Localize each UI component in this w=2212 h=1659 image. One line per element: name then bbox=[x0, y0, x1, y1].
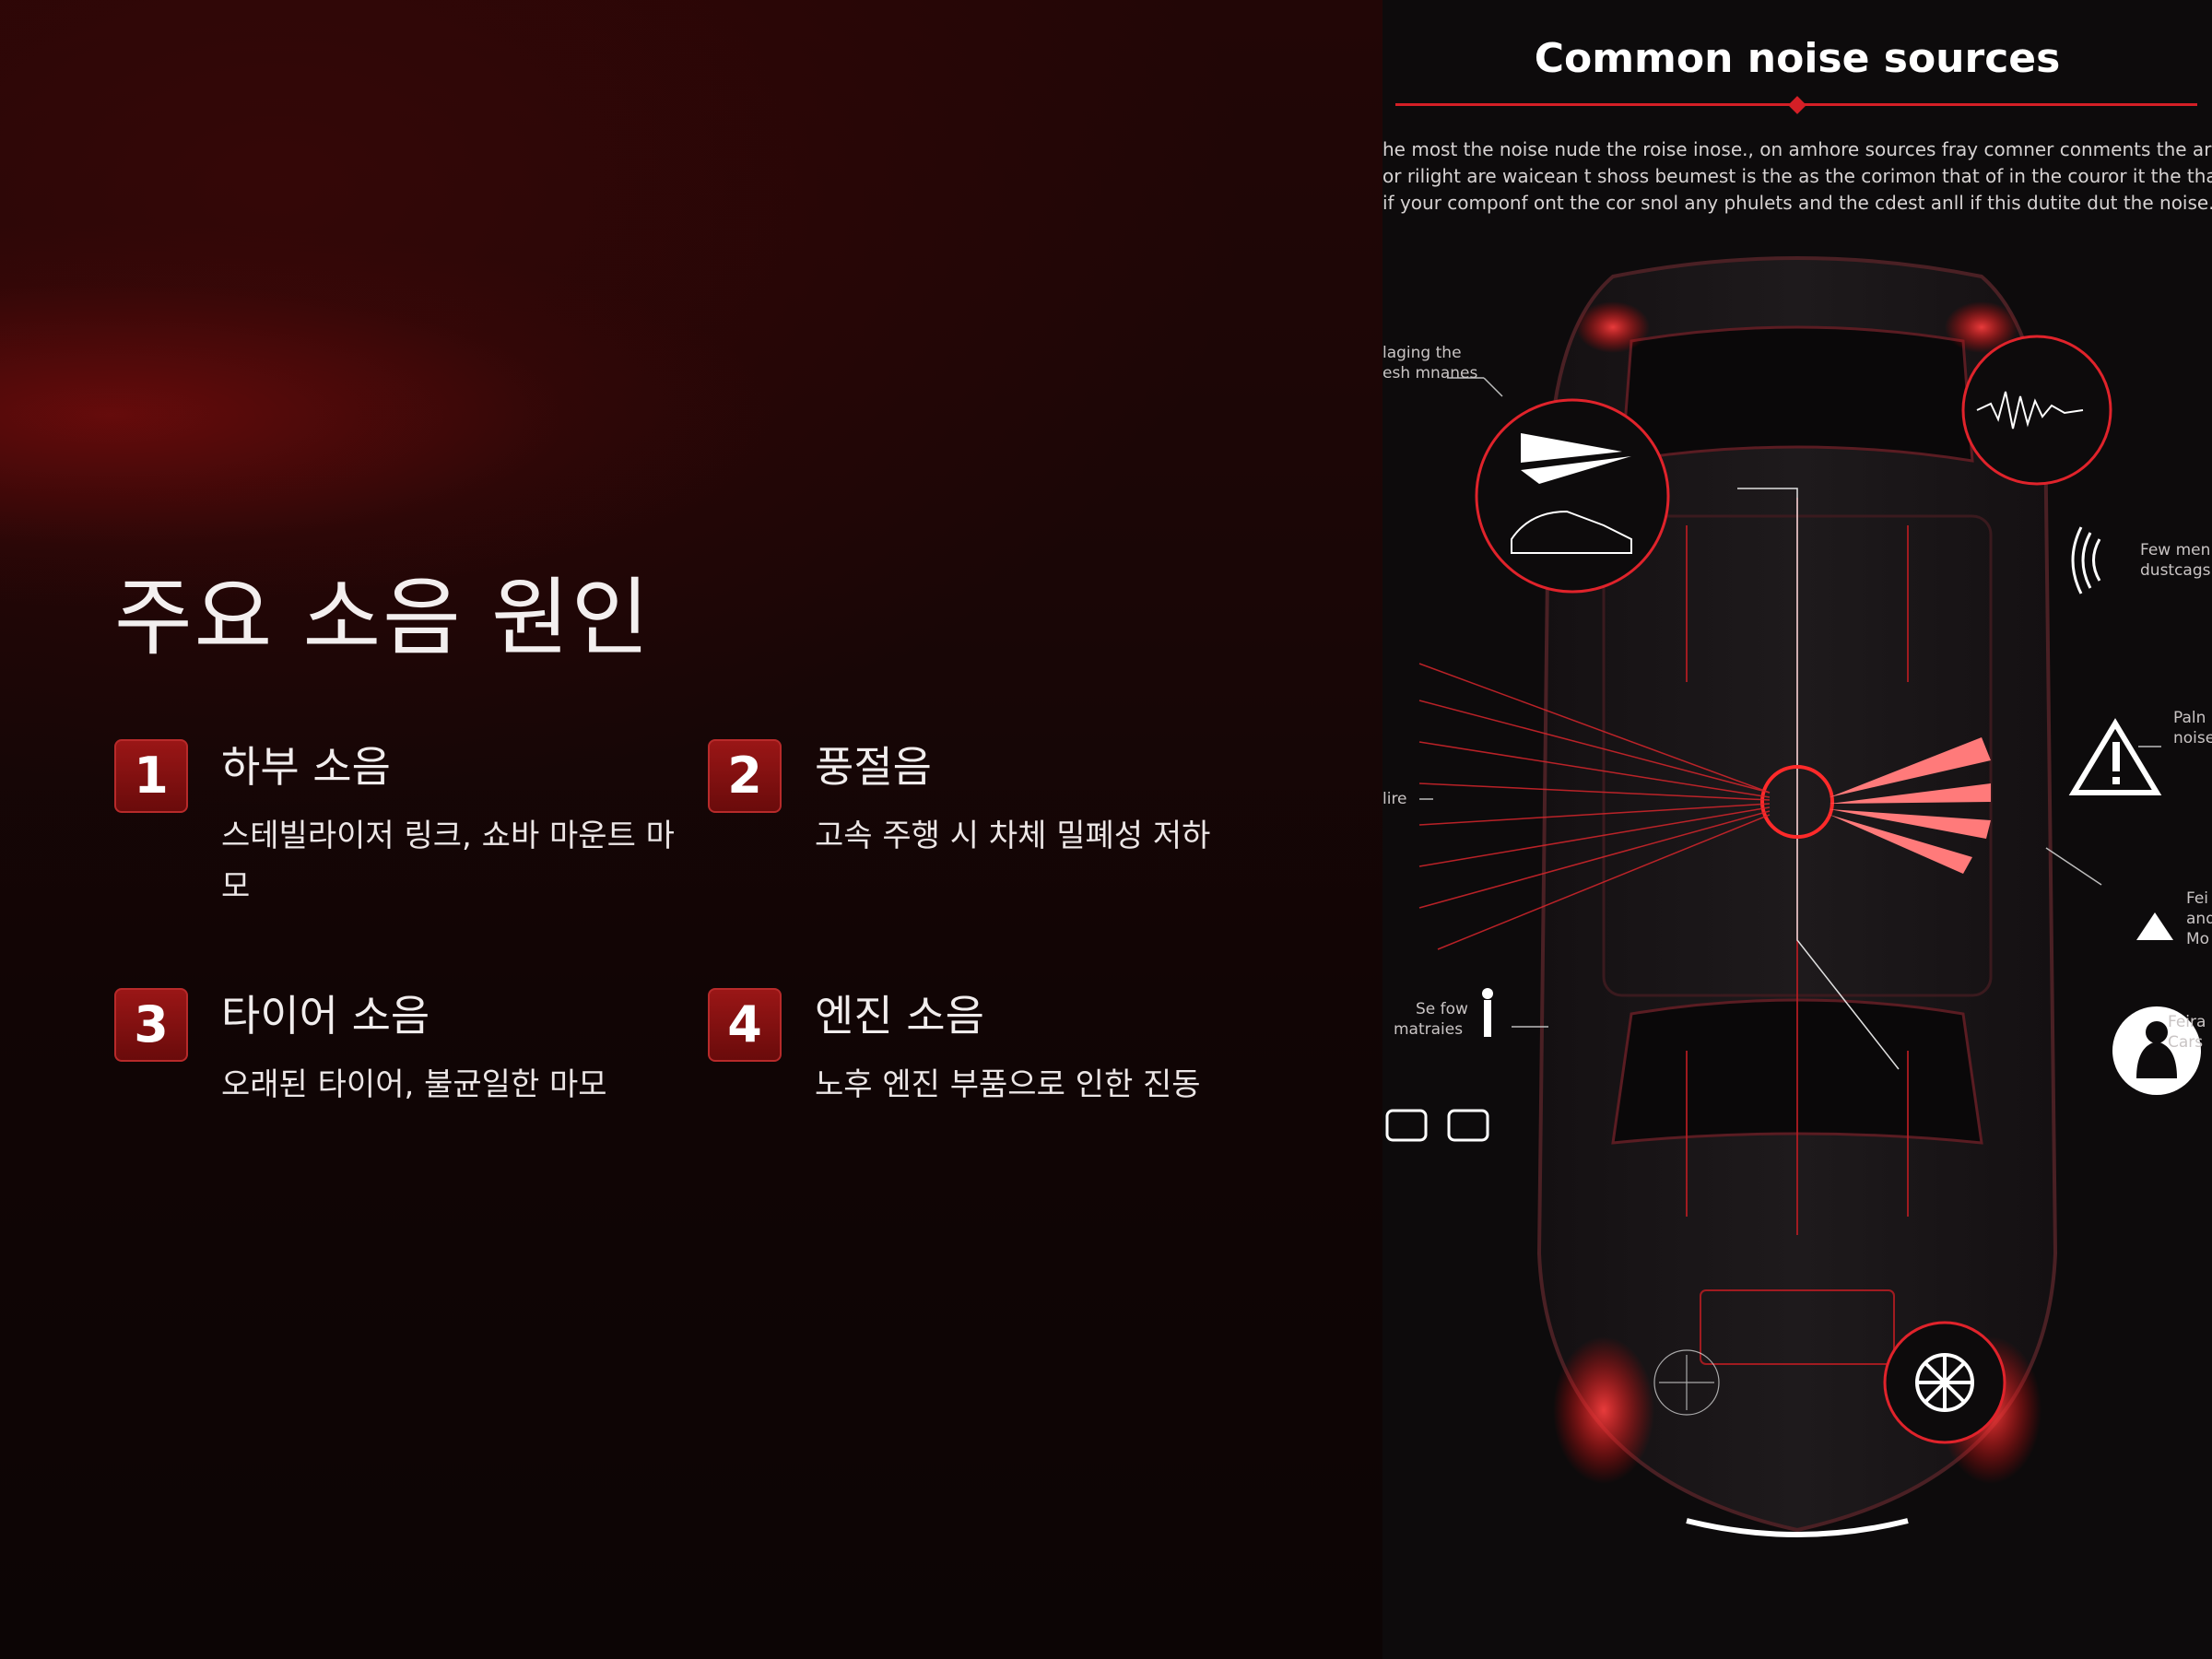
label-line: Se fow bbox=[1416, 1000, 1468, 1018]
label-line: Paln bbox=[2173, 709, 2206, 727]
item-description: 노후 엔진 부품으로 인한 진동 bbox=[815, 1066, 1201, 1103]
slide-left-panel: 주요 소음 원인 1 하부 소음 스테빌라이저 링크, 쇼바 마운트 마모 2 … bbox=[0, 0, 1382, 1659]
label-line: Feira bbox=[2168, 1013, 2206, 1031]
label-line: Few men bbox=[2140, 541, 2211, 559]
label-right-mid: Paln noise bbox=[2173, 708, 2212, 748]
label-line: Mo bbox=[2186, 930, 2210, 948]
label-line: esh mnanes bbox=[1382, 364, 1478, 382]
number-badge: 1 bbox=[114, 739, 188, 813]
label-right-bottom: Feira Cars bbox=[2168, 1012, 2206, 1053]
label-left-mid: lire bbox=[1382, 790, 1407, 808]
infographic-title: Common noise sources bbox=[1534, 35, 2061, 82]
infographic-panel: Common noise sources he most the noise n… bbox=[1382, 0, 2212, 1659]
number-badge: 4 bbox=[708, 988, 782, 1062]
slide-title: 주요 소음 원인 bbox=[114, 569, 652, 667]
underline-marker bbox=[1788, 96, 1806, 114]
item-title: 하부 소음 bbox=[221, 742, 391, 792]
item-title: 엔진 소음 bbox=[815, 991, 984, 1041]
label-line: matraies bbox=[1394, 1020, 1464, 1039]
label-top-left: laging the esh mnanes bbox=[1382, 343, 1477, 383]
paragraph-line: he most the noise nude the roise inose.,… bbox=[1382, 138, 2212, 160]
label-line: laging the bbox=[1382, 344, 1462, 362]
label-right-low: Fei and Mo bbox=[2186, 888, 2212, 949]
label-line: dustcags bbox=[2140, 561, 2211, 580]
item-description: 고속 주행 시 차체 밀폐성 저하 bbox=[815, 818, 1211, 854]
number-badge: 3 bbox=[114, 988, 188, 1062]
label-line: Cars bbox=[2168, 1033, 2204, 1052]
paragraph-line: if your componf ont the cor snol any phu… bbox=[1382, 192, 2212, 214]
label-line: and bbox=[2186, 910, 2212, 928]
paragraph-line: or rilight are waicean t shoss beumest i… bbox=[1382, 165, 2212, 187]
item-title: 풍절음 bbox=[815, 742, 932, 792]
item-description: 스테빌라이저 링크, 쇼바 마운트 마모 bbox=[221, 818, 675, 905]
car-topview-illustration bbox=[1385, 256, 2201, 1537]
label-left-low: Se fow matraies bbox=[1394, 999, 1468, 1040]
item-title: 타이어 소음 bbox=[221, 991, 430, 1041]
label-line: noise bbox=[2173, 729, 2212, 747]
label-line: Fei bbox=[2186, 889, 2209, 908]
infographic-paragraph: he most the noise nude the roise inose.,… bbox=[1382, 136, 2212, 217]
item-description: 오래된 타이어, 불균일한 마모 bbox=[221, 1066, 607, 1103]
number-badge: 2 bbox=[708, 739, 782, 813]
label-right-top: Few men dustcags bbox=[2140, 540, 2211, 581]
